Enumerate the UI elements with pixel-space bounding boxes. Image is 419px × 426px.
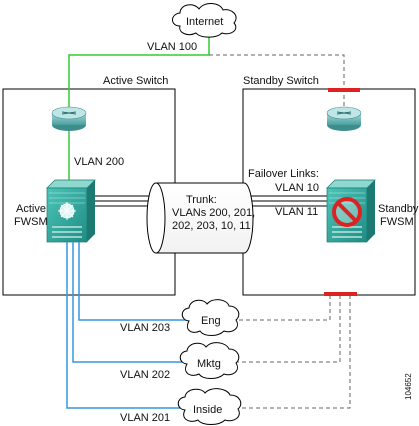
standby-inside-link (236, 295, 351, 409)
vlan100-label: VLAN 100 (147, 41, 197, 53)
vlan203-label: VLAN 203 (120, 322, 170, 334)
active-fwsm-label-1: Active (16, 203, 46, 215)
active-router-icon (51, 106, 87, 131)
standby-mktg-link (236, 295, 341, 363)
disabled-icon (332, 197, 362, 227)
internet-link-active (68, 36, 210, 113)
figure-id: 104652 (404, 373, 413, 400)
vlan10-label: VLAN 10 (275, 182, 319, 194)
vlan202-label: VLAN 202 (120, 369, 170, 381)
vlan11-label: VLAN 11 (275, 206, 318, 218)
failover-label: Failover Links: (248, 168, 319, 180)
standby-eng-link (236, 295, 331, 321)
inside-label: Inside (193, 404, 222, 416)
internet-link-standby (209, 54, 345, 113)
trunk-tube: Trunk: VLANs 200, 201, 202, 203, 10, 11 (146, 182, 255, 254)
active-fwsm-label-2: FWSM (14, 216, 48, 228)
trunk-label-3: 202, 203, 10, 11 (172, 220, 251, 232)
vlan200-label: VLAN 200 (74, 156, 124, 168)
active-switch-title: Active Switch (103, 75, 168, 87)
vlan201-label: VLAN 201 (120, 412, 170, 424)
vlan203-link (78, 242, 200, 321)
standby-fwsm-label-1: Standby (378, 203, 419, 215)
internet-label: Internet (186, 16, 223, 28)
vlan201-link (66, 242, 200, 409)
standby-switch-title: Standby Switch (243, 75, 319, 87)
eng-cloud: Eng (181, 299, 240, 336)
mktg-label: Mktg (197, 358, 221, 370)
eng-label: Eng (201, 315, 221, 327)
standby-fwsm-label-2: FWSM (380, 216, 414, 228)
inside-cloud: Inside (177, 388, 242, 425)
trunk-label-2: VLANs 200, 201, (172, 207, 255, 219)
mktg-cloud: Mktg (179, 342, 240, 379)
trunk-label-1: Trunk: (186, 194, 217, 206)
vlan202-link (72, 242, 200, 363)
internet-cloud: Internet (172, 3, 237, 38)
standby-router-icon (326, 106, 362, 131)
active-fwsm-icon (46, 179, 96, 243)
